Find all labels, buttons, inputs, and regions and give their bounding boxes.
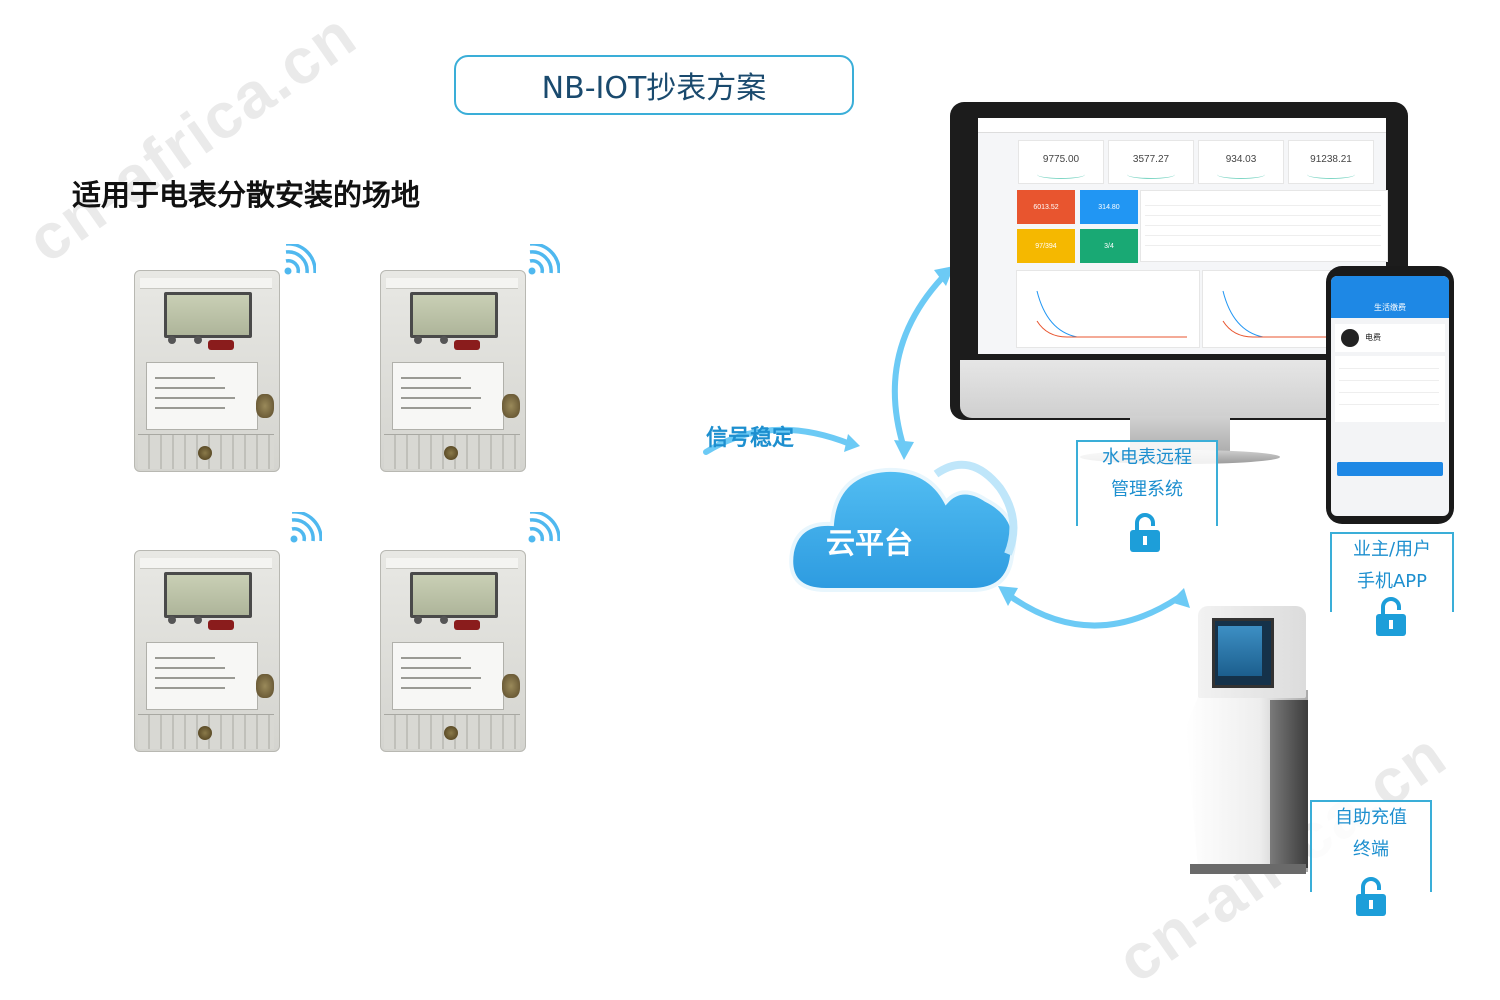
dashboard-tile-yellow: 97/394: [1017, 229, 1075, 263]
watermark-top-left: cn-africa.cn: [14, 0, 370, 277]
phone-info-rows: [1335, 356, 1445, 422]
label-kiosk-terminal: 自助充值 终端: [1310, 800, 1432, 892]
page-subtitle: 适用于电表分散安装的场地: [72, 178, 421, 212]
dashboard-chart-left: [1016, 270, 1200, 348]
meter-lcd: [164, 292, 252, 338]
dashboard-tile-orange: 6013.52: [1017, 190, 1075, 224]
phone-screen: 生活缴费 电费: [1331, 276, 1449, 516]
dashboard-tile-blue: 314.80: [1080, 190, 1138, 224]
phone-bill-card: 电费: [1335, 324, 1445, 352]
dashboard-table: [1140, 190, 1388, 262]
dashboard-stat-card: 91238.21: [1288, 140, 1374, 184]
phone-pay-button: [1337, 462, 1443, 476]
two-way-arrow-monitor: [891, 266, 954, 460]
meter-lcd: [410, 292, 498, 338]
electric-meter-4: [380, 550, 530, 752]
signal-swoosh-arrow: [703, 426, 860, 455]
cloud-platform-label: 云平台: [826, 526, 914, 560]
two-way-arrow-kiosk: [998, 586, 1190, 629]
phone-bill-item: 电费: [1365, 333, 1381, 342]
dashboard-chart-right: [1202, 270, 1332, 348]
page-title: NB-IOT抄表方案: [541, 71, 767, 106]
wifi-icon: [528, 244, 560, 275]
electric-meter-3: [134, 550, 284, 752]
phone-header: 生活缴费: [1331, 298, 1449, 318]
lock-icon: [1376, 597, 1406, 636]
meter-nameplate: [392, 642, 504, 710]
lock-icon: [1130, 513, 1160, 552]
electric-meter-2: [380, 270, 530, 472]
dashboard-tile-green: 3/4: [1080, 229, 1138, 263]
dashboard-stat-card: 9775.00: [1018, 140, 1104, 184]
wifi-icon: [284, 244, 316, 275]
kiosk-side: [1270, 700, 1308, 868]
meter-lcd: [410, 572, 498, 618]
kiosk-screen-content: [1218, 626, 1262, 676]
meter-nameplate: [146, 362, 258, 430]
kiosk-base: [1190, 864, 1306, 874]
page-title-box: NB-IOT抄表方案: [454, 55, 854, 115]
lightning-icon: [1341, 329, 1359, 347]
dashboard-nav-bar: [978, 118, 1386, 133]
dashboard-stat-card: 934.03: [1198, 140, 1284, 184]
meter-nameplate: [146, 642, 258, 710]
cloud-icon: [789, 460, 1018, 592]
lock-icon: [1356, 877, 1386, 916]
signal-label: 信号稳定: [706, 426, 795, 451]
label-management-system: 水电表远程 管理系统: [1076, 440, 1218, 526]
dashboard-stat-card: 3577.27: [1108, 140, 1194, 184]
meter-lcd: [164, 572, 252, 618]
electric-meter-1: [134, 270, 284, 472]
wifi-icon: [528, 512, 560, 543]
wifi-icon: [290, 512, 322, 543]
meter-nameplate: [392, 362, 504, 430]
